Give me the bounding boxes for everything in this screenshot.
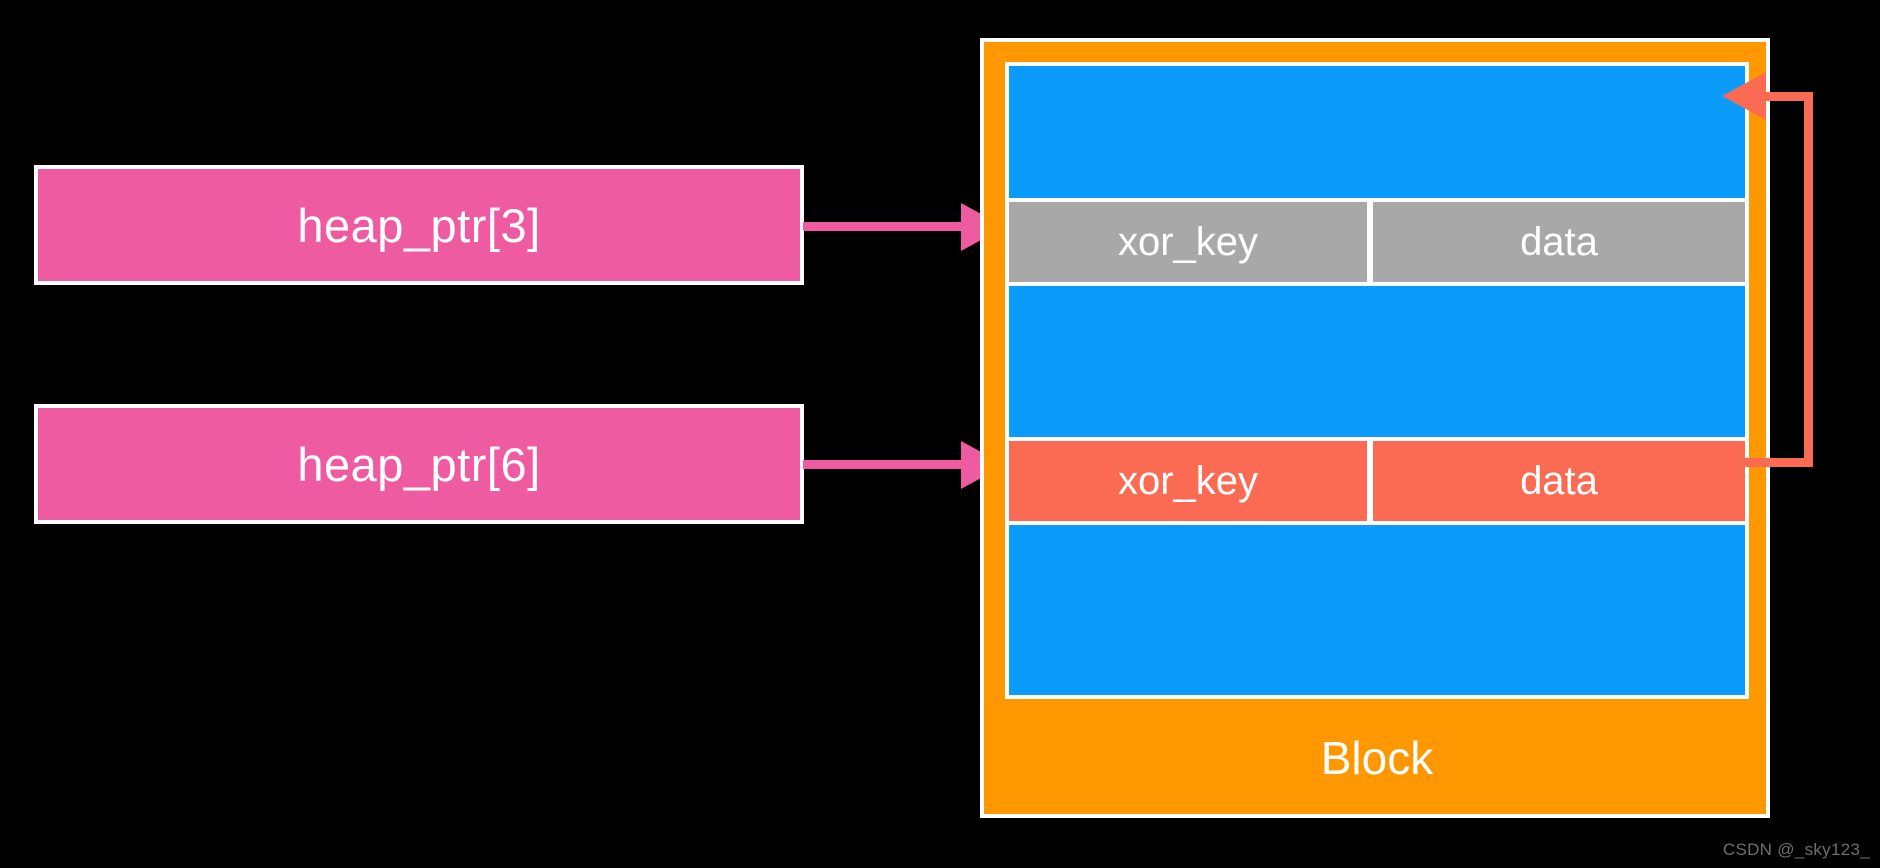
chunk-gray-xor-key-cell: xor_key (1009, 202, 1367, 282)
pointer-arrow-shaft-1 (803, 222, 973, 231)
loopback-arrow-bottom-segment (1725, 458, 1813, 467)
chunk-red-xor-key-cell: xor_key (1009, 441, 1367, 521)
chunk-gray-data-cell: data (1373, 202, 1745, 282)
pointer-box-label: heap_ptr[3] (297, 198, 541, 252)
pointer-box-label: heap_ptr[6] (297, 437, 541, 491)
allocated-chunk-red: xor_key data (1009, 441, 1745, 521)
loopback-arrow-top-segment (1743, 92, 1813, 101)
pointer-arrow-shaft-2 (803, 460, 973, 469)
block-title-label: Block (1320, 731, 1434, 784)
row-divider (1009, 282, 1745, 286)
cell-divider (1367, 202, 1373, 282)
block-memory-area: xor_key data xor_key data (1005, 62, 1749, 699)
free-region-middle (1009, 286, 1745, 437)
watermark-text: CSDN @_sky123_ (1722, 840, 1870, 859)
loopback-arrow-right-segment (1804, 92, 1813, 467)
cell-divider (1367, 441, 1373, 521)
pointer-box-heap-ptr-3: heap_ptr[3] (34, 165, 804, 285)
free-region-bottom (1009, 525, 1745, 695)
pointer-box-heap-ptr-6: heap_ptr[6] (34, 404, 804, 524)
row-divider (1009, 521, 1745, 525)
row-divider (1009, 437, 1745, 441)
free-region-top (1009, 66, 1745, 198)
loopback-arrow-head-icon (1722, 72, 1766, 120)
chunk-red-data-cell: data (1373, 441, 1745, 521)
allocated-chunk-gray: xor_key data (1009, 202, 1745, 282)
row-divider (1009, 198, 1745, 202)
heap-block-container: xor_key data xor_key data Block (980, 38, 1770, 818)
